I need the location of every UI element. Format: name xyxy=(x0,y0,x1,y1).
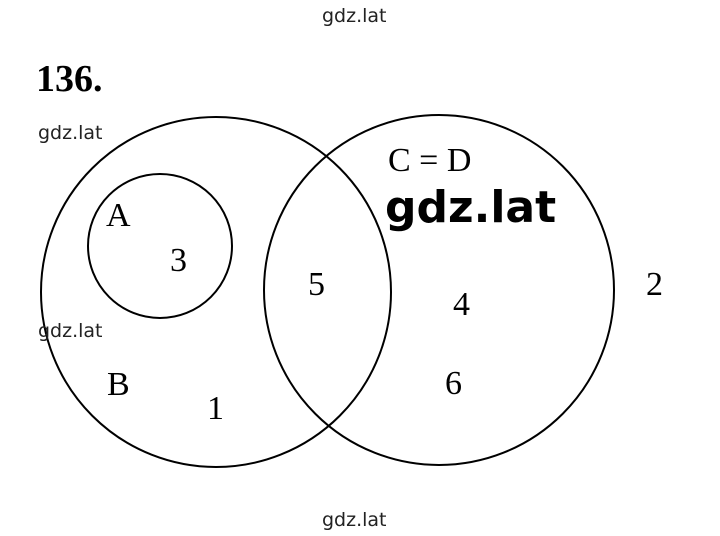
watermark-center-big: gdz.lat xyxy=(385,182,556,233)
watermark-bottom: gdz.lat xyxy=(322,509,387,531)
element-outside: 2 xyxy=(646,266,663,303)
element-in-cd-top: 4 xyxy=(453,286,470,323)
circle-a xyxy=(87,173,233,319)
watermark-top: gdz.lat xyxy=(322,5,387,27)
set-label-a: A xyxy=(106,197,131,234)
element-in-a: 3 xyxy=(170,242,187,279)
circle-cd xyxy=(263,114,615,466)
circle-b xyxy=(40,116,392,468)
element-in-cd-bottom: 6 xyxy=(445,365,462,402)
element-in-b-only: 1 xyxy=(207,390,224,427)
problem-number: 136. xyxy=(36,58,103,100)
element-in-intersection: 5 xyxy=(308,266,325,303)
watermark-upper-left: gdz.lat xyxy=(38,122,103,144)
set-label-cd: C = D xyxy=(388,142,471,179)
set-label-b: B xyxy=(107,366,130,403)
watermark-middle-left: gdz.lat xyxy=(38,320,103,342)
